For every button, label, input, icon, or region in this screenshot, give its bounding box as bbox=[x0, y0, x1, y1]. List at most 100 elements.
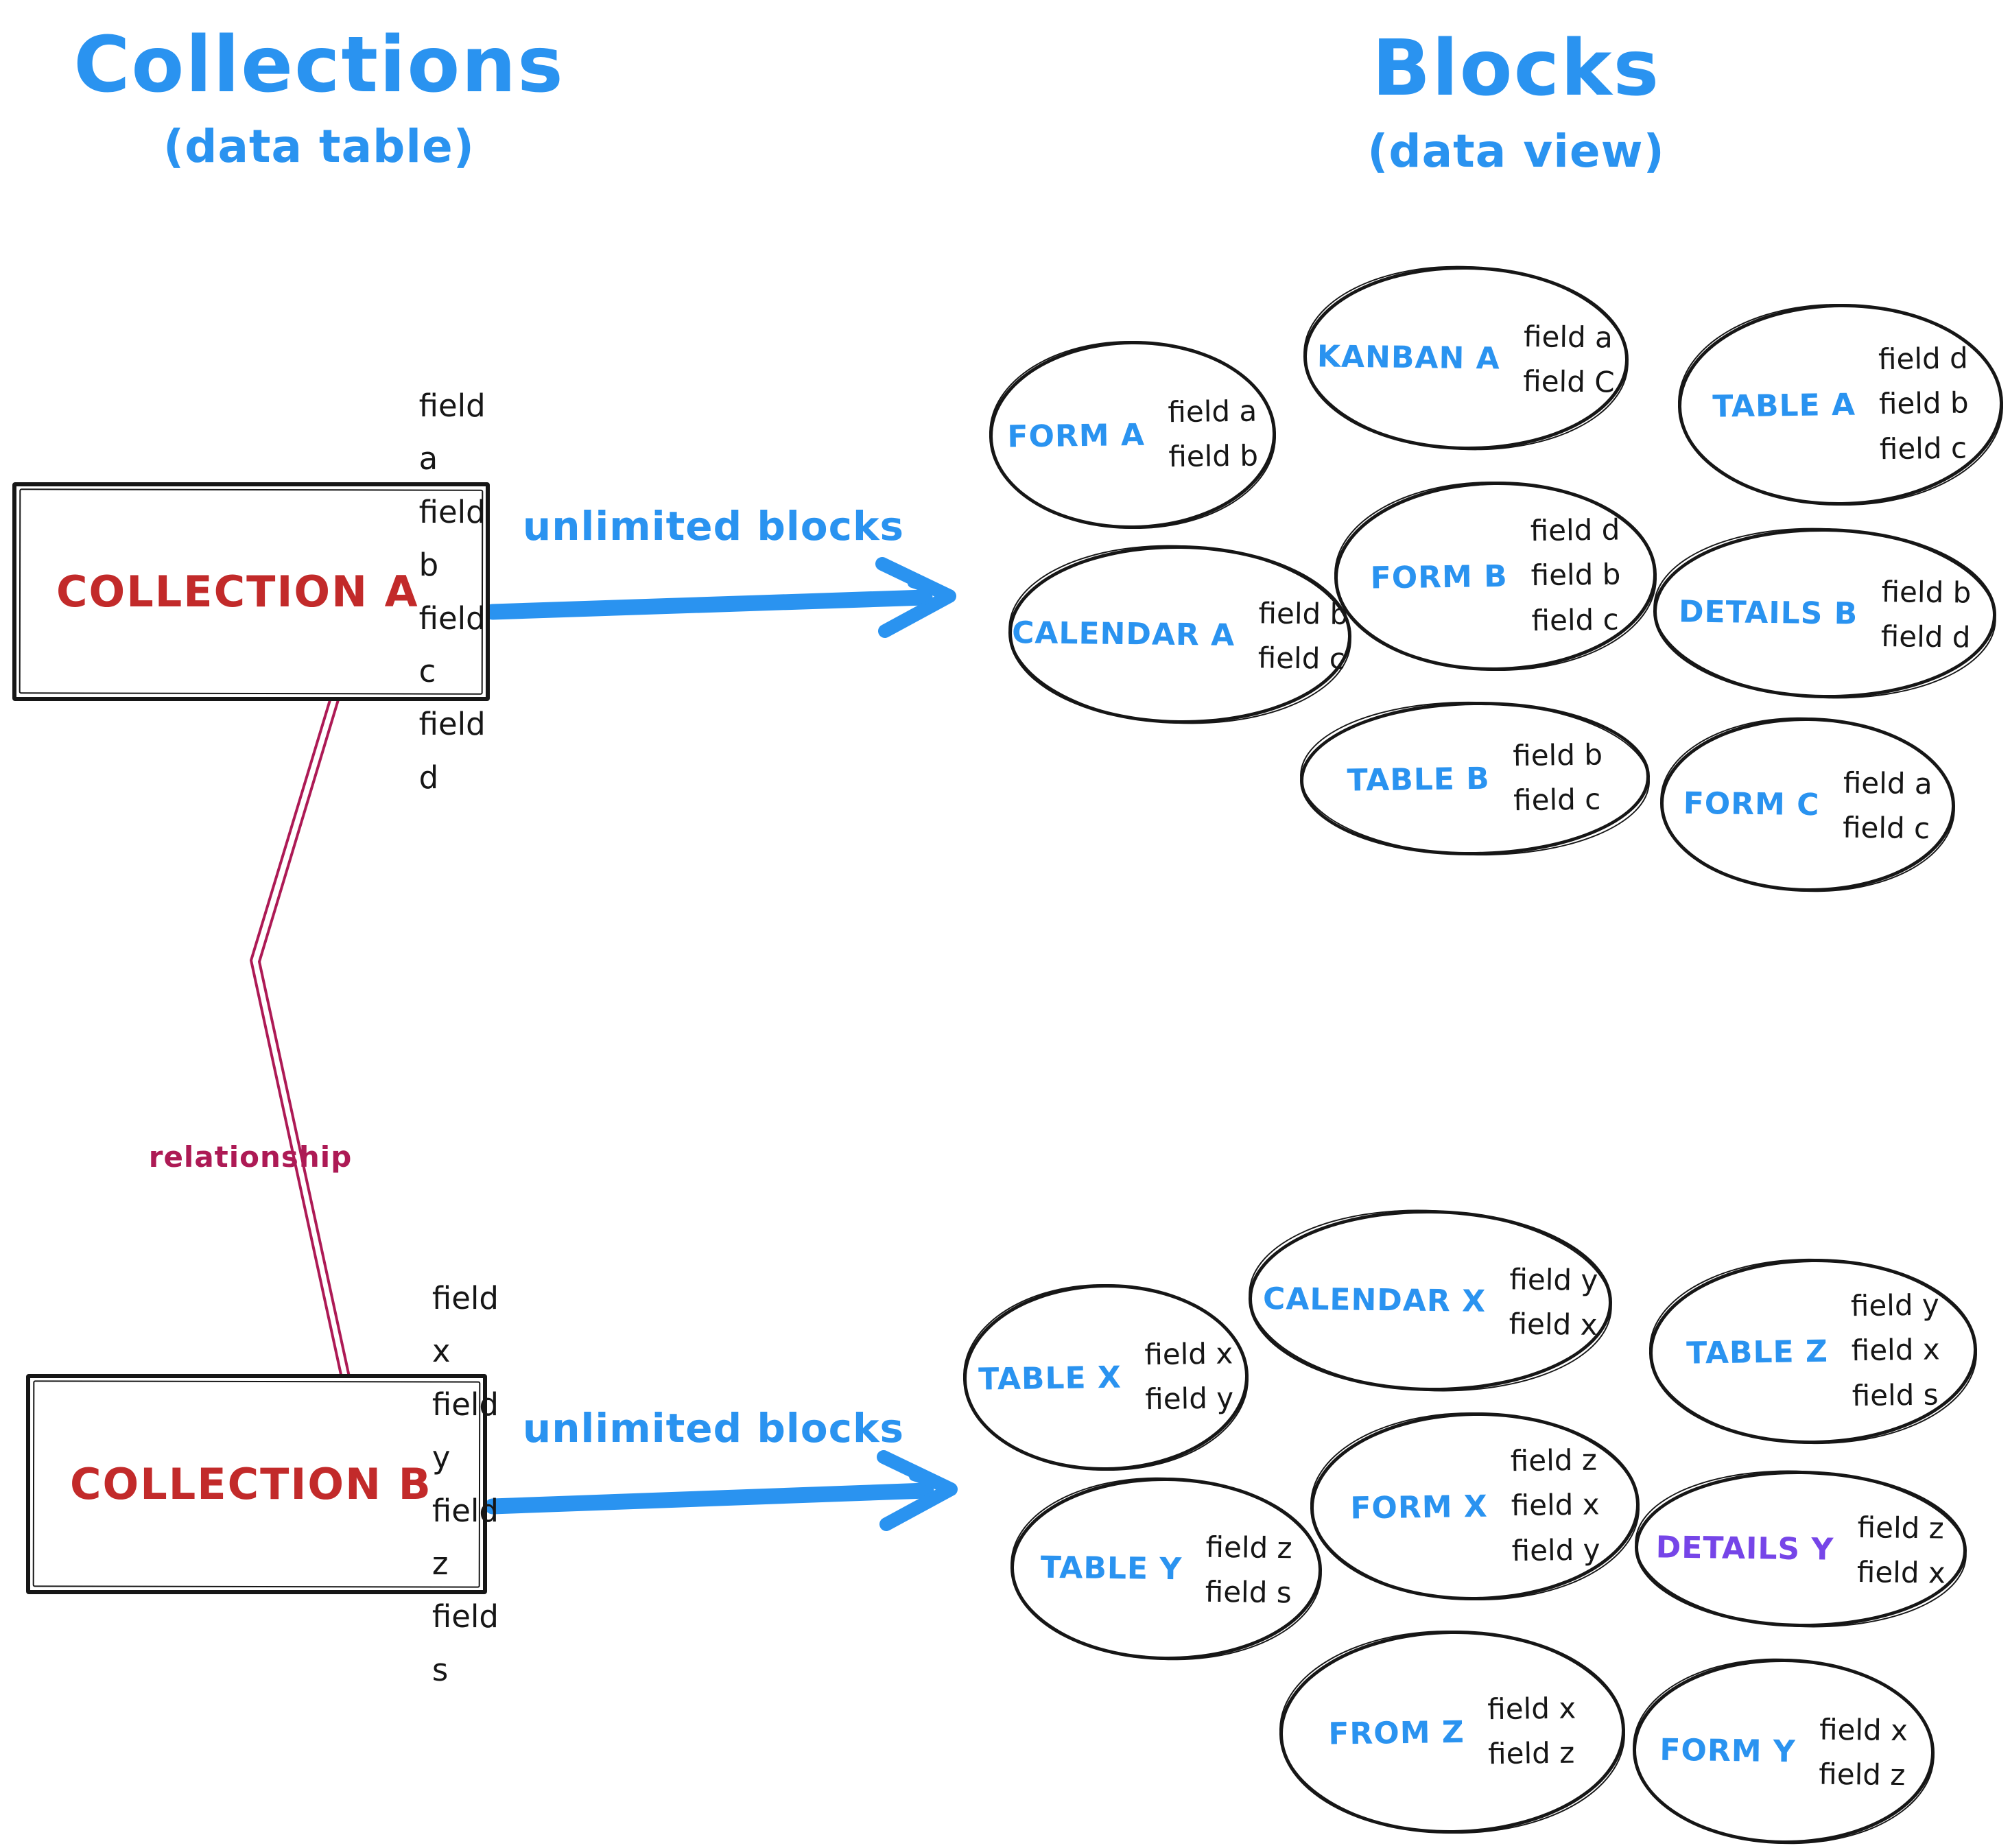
field-label: field b bbox=[1512, 737, 1603, 773]
field-label: field x bbox=[1487, 1691, 1576, 1727]
field-label: field z bbox=[1510, 1443, 1598, 1478]
field-label: field y bbox=[1511, 1532, 1600, 1567]
block-label: FORM Y bbox=[1659, 1732, 1797, 1769]
block-label: FORM A bbox=[1007, 417, 1146, 455]
block-fields: field a field b bbox=[1168, 388, 1258, 479]
field-label: field C bbox=[1523, 364, 1615, 399]
block-form-c: FORM C field a field c bbox=[1659, 715, 1956, 894]
block-fields: field a field c bbox=[1843, 761, 1932, 851]
block-label: FROM Z bbox=[1328, 1714, 1465, 1752]
block-fields: field a field C bbox=[1523, 314, 1616, 405]
field-label: field s bbox=[1852, 1377, 1939, 1412]
unlimited-blocks-label-top: unlimited blocks bbox=[522, 503, 905, 549]
block-fields: field x field z bbox=[1819, 1707, 1908, 1798]
block-calendar-a: CALENDAR A field b field c bbox=[1007, 543, 1353, 726]
unlimited-blocks-label-bottom: unlimited blocks bbox=[522, 1405, 905, 1452]
field-label: field x bbox=[1851, 1332, 1940, 1368]
block-from-z: FROM Z field x field z bbox=[1277, 1628, 1627, 1836]
block-fields: field b field c bbox=[1513, 732, 1603, 822]
block-label: TABLE Z bbox=[1686, 1334, 1829, 1371]
blocks-subtitle: (data view) bbox=[1367, 125, 1665, 178]
field-label: field x bbox=[431, 1279, 499, 1370]
field-label: field d bbox=[418, 706, 486, 796]
field-label: field b bbox=[1258, 596, 1349, 631]
field-label: field x bbox=[1509, 1307, 1598, 1342]
field-label: field d bbox=[1530, 512, 1620, 548]
field-label: field x bbox=[1144, 1336, 1233, 1372]
field-label: field y bbox=[1144, 1381, 1234, 1417]
field-label: field x bbox=[1856, 1555, 1946, 1590]
block-label: TABLE X bbox=[978, 1360, 1122, 1397]
field-label: field x bbox=[1511, 1487, 1600, 1523]
block-label: TABLE A bbox=[1712, 387, 1856, 425]
field-label: field c bbox=[1531, 602, 1619, 637]
collection-b-name: COLLECTION B bbox=[70, 1459, 432, 1509]
block-label: TABLE B bbox=[1347, 761, 1491, 798]
field-label: field c bbox=[1513, 782, 1601, 818]
block-details-y: DETAILS Y field z field x bbox=[1633, 1469, 1968, 1629]
block-table-b: TABLE B field b field c bbox=[1299, 699, 1651, 858]
field-label: field z bbox=[431, 1492, 499, 1582]
field-label: field b bbox=[418, 493, 486, 584]
block-fields: field b field c bbox=[1257, 591, 1349, 681]
block-label: CALENDAR A bbox=[1011, 615, 1235, 653]
field-label: field z bbox=[1487, 1736, 1575, 1771]
block-fields: field z field s bbox=[1205, 1525, 1292, 1615]
field-label: field c bbox=[1879, 430, 1967, 466]
block-label: CALENDAR X bbox=[1262, 1281, 1487, 1319]
collection-b-box: COLLECTION B field x field y field z field … bbox=[26, 1280, 499, 1688]
field-label: field z bbox=[1857, 1510, 1945, 1545]
field-label: field y bbox=[1509, 1262, 1598, 1297]
field-label: field s bbox=[1205, 1574, 1292, 1610]
block-label: FORM B bbox=[1370, 558, 1509, 596]
field-label: field x bbox=[1819, 1712, 1908, 1748]
field-label: field c bbox=[418, 600, 486, 689]
field-label: field c bbox=[1257, 641, 1346, 676]
block-table-y: TABLE Y field z field s bbox=[1009, 1476, 1323, 1662]
block-fields: field z field x field y bbox=[1510, 1438, 1600, 1573]
collections-subtitle: (data table) bbox=[163, 120, 475, 173]
block-form-x: FORM X field z field x field y bbox=[1309, 1410, 1641, 1603]
field-label: field a bbox=[1843, 766, 1932, 801]
collection-a-name: COLLECTION A bbox=[56, 567, 419, 617]
unlimited-blocks-arrow-bottom bbox=[484, 1450, 958, 1531]
block-fields: field x field z bbox=[1487, 1685, 1577, 1776]
block-label: FORM C bbox=[1683, 785, 1820, 822]
field-label: field a bbox=[1523, 319, 1613, 355]
block-label: TABLE Y bbox=[1040, 1550, 1183, 1587]
block-label: DETAILS Y bbox=[1655, 1529, 1834, 1567]
block-label: FORM X bbox=[1350, 1489, 1489, 1526]
collection-b-fields: field x field y field z field s bbox=[432, 1272, 499, 1696]
field-label: field b bbox=[1168, 438, 1259, 474]
block-label: KANBAN A bbox=[1316, 338, 1501, 377]
block-kanban-a: KANBAN A field a field C bbox=[1302, 264, 1630, 452]
block-fields: field z field x bbox=[1857, 1505, 1946, 1596]
block-fields: field y field x field s bbox=[1850, 1283, 1941, 1418]
block-table-x: TABLE X field x field y bbox=[962, 1282, 1250, 1473]
block-fields: field y field x bbox=[1509, 1257, 1598, 1347]
field-label: field s bbox=[431, 1598, 499, 1688]
unlimited-blocks-arrow-top bbox=[484, 557, 956, 638]
block-label: DETAILS B bbox=[1678, 593, 1858, 632]
block-form-y: FORM Y field x field z bbox=[1631, 1657, 1936, 1846]
field-label: field z bbox=[1205, 1530, 1292, 1565]
block-calendar-x: CALENDAR X field y field x bbox=[1247, 1207, 1613, 1394]
field-label: field b bbox=[1881, 574, 1972, 610]
field-label: field y bbox=[431, 1386, 499, 1476]
block-form-a: FORM A field a field b bbox=[988, 339, 1277, 531]
block-fields: field x field y bbox=[1144, 1331, 1234, 1421]
field-label: field y bbox=[1850, 1288, 1940, 1323]
field-label: field z bbox=[1819, 1757, 1906, 1792]
relationship-label: relationship bbox=[148, 1140, 353, 1174]
field-label: field a bbox=[1168, 394, 1257, 429]
field-label: field c bbox=[1842, 810, 1930, 846]
field-label: field d bbox=[1878, 341, 1969, 377]
